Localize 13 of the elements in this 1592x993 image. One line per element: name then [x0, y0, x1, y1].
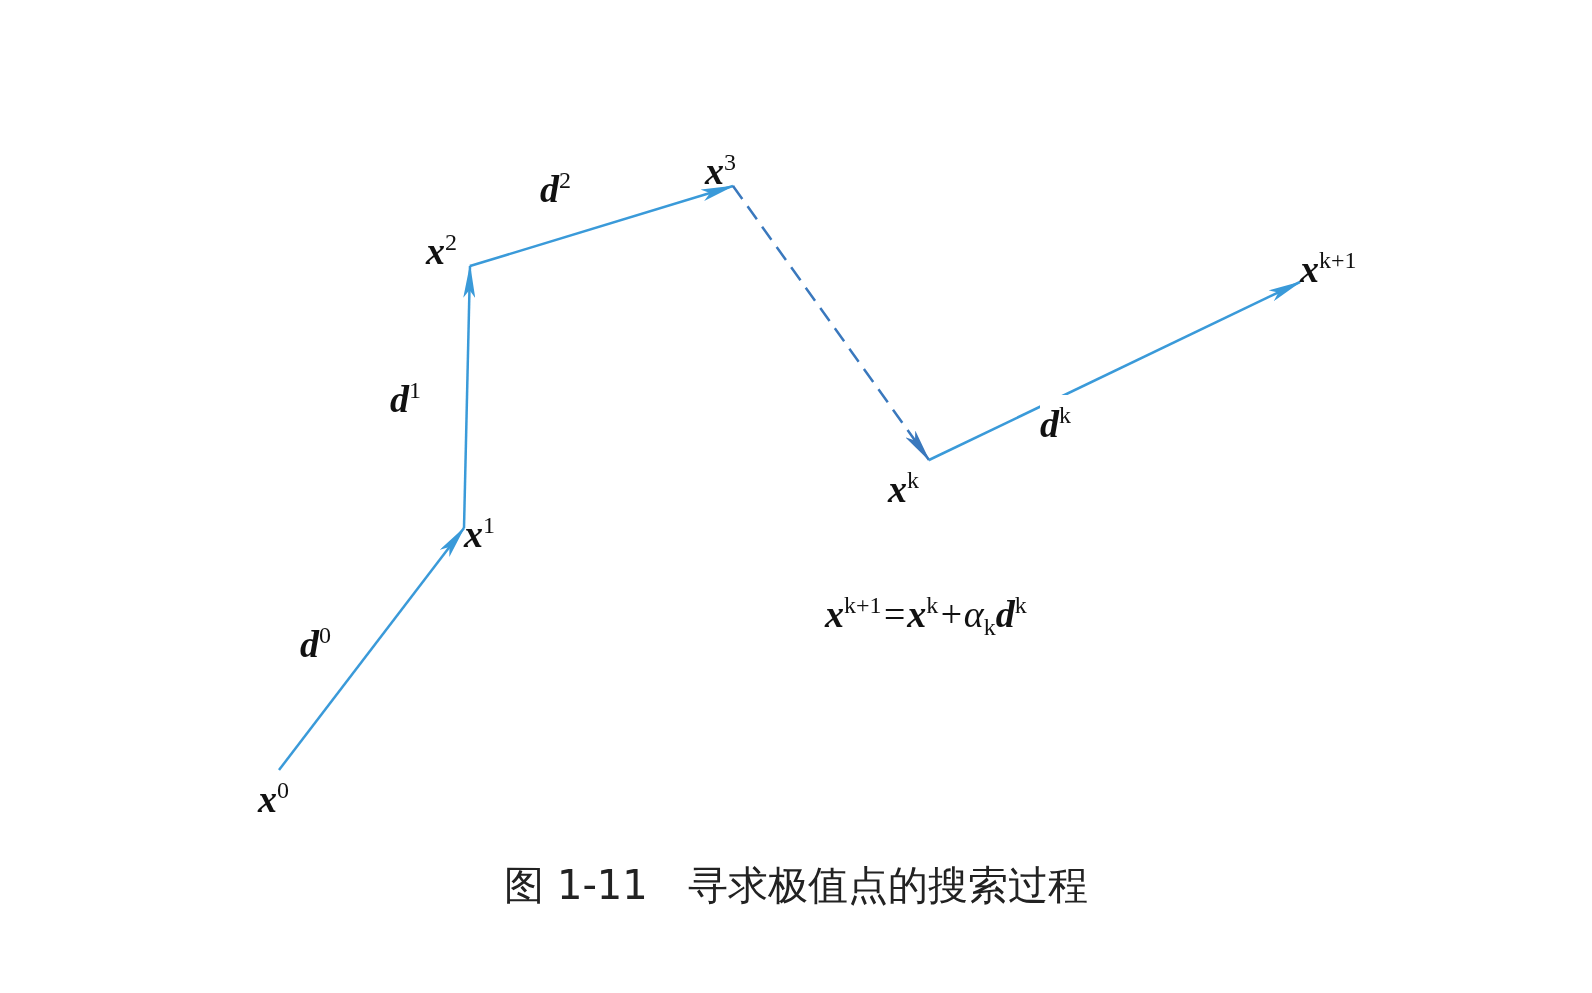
point-label: x$^{k+1}$ [1300, 240, 1357, 289]
arrow [469, 184, 735, 268]
arrow [732, 185, 931, 462]
arrow [278, 526, 466, 771]
point-label: x$^{2}$ [426, 222, 457, 271]
point-label: x$^{3}$ [705, 142, 736, 191]
formula: x$^{k+1}$=x$^{k}$+α$_{k}$d$^{k}$ [825, 591, 1027, 643]
point-label: x$^{0}$ [258, 770, 289, 819]
arrow [928, 280, 1302, 462]
caption: 图 1-11 寻求极值点的搜索过程 [504, 862, 1088, 908]
arrow [462, 264, 476, 529]
point-label: x$^{k}$ [888, 460, 919, 509]
point-label: x$^{1}$ [464, 505, 495, 554]
